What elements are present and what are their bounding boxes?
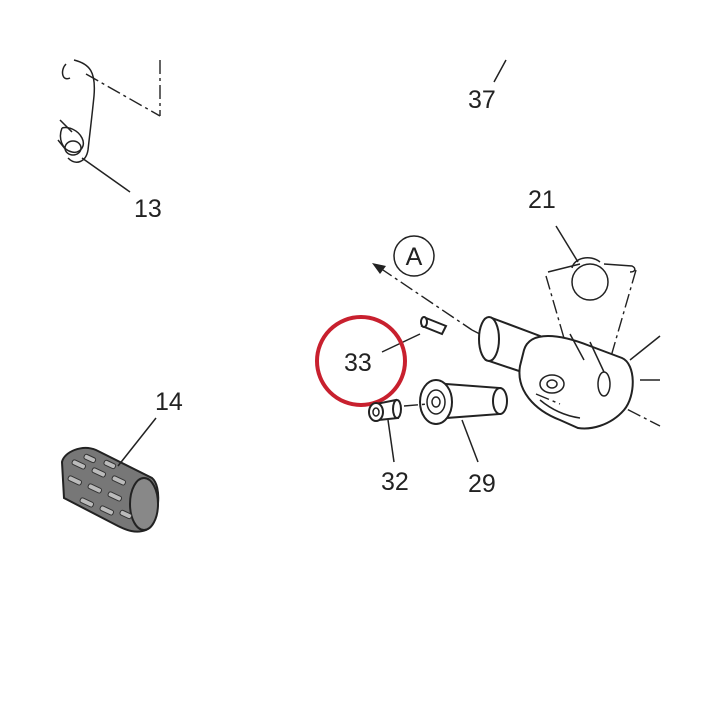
- leader-37: [493, 59, 507, 83]
- callout-29: 29: [468, 470, 496, 498]
- view-marker-circle: [393, 235, 435, 277]
- view-label-a: A: [406, 243, 423, 271]
- callout-32: 32: [381, 468, 409, 496]
- part-32[interactable]: [368, 398, 402, 463]
- callout-13: 13: [134, 195, 162, 223]
- leader-32: [387, 419, 395, 463]
- clevis-shaft-assembly[interactable]: [471, 316, 661, 430]
- part-13[interactable]: [57, 59, 161, 193]
- part-21[interactable]: [545, 225, 637, 361]
- callout-33: 33: [344, 349, 372, 377]
- highlight-circle: [315, 315, 407, 407]
- leader-14: [117, 417, 157, 467]
- leader-29: [461, 419, 479, 463]
- part-29[interactable]: [403, 379, 508, 463]
- axis-line-13: [85, 73, 161, 117]
- part-14[interactable]: [60, 417, 160, 533]
- callout-14: 14: [155, 388, 183, 416]
- callout-21: 21: [528, 186, 556, 214]
- part-33[interactable]: [381, 316, 448, 353]
- view-arrow-a: [372, 235, 473, 331]
- callout-37: 37: [468, 86, 496, 114]
- leader-21: [555, 225, 579, 263]
- leader-13: [81, 157, 131, 193]
